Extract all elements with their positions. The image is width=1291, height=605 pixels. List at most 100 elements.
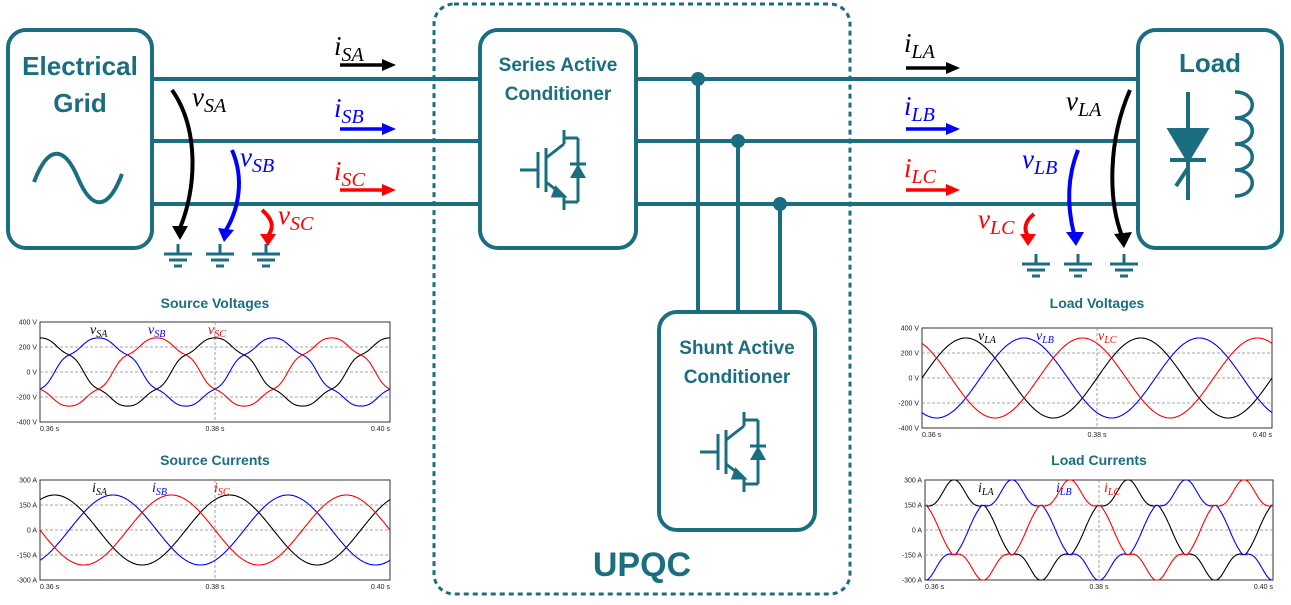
x-tick-label: 0.36 s [925, 584, 945, 591]
series-line-sc [39, 337, 391, 407]
chart-title: Load Voltages [1050, 295, 1145, 311]
electrical-grid-block: Electrical Grid [6, 28, 154, 250]
source-voltage-arrows [170, 88, 276, 246]
label-i-sc: iSC [334, 156, 366, 191]
y-tick-label: 400 V [901, 326, 920, 333]
y-tick-label: 150 A [19, 503, 37, 510]
ground-symbols [164, 244, 1138, 278]
label-v-sa: vSA [192, 82, 227, 117]
junction-dots [691, 72, 787, 211]
y-tick-label: 0 V [26, 370, 37, 377]
phase-lines [152, 77, 1138, 312]
ground-icon [1110, 254, 1138, 278]
load-block: Load [1136, 28, 1284, 250]
y-tick-label: 200 V [19, 345, 38, 352]
x-tick-label: 0.36 s [40, 426, 60, 433]
y-tick-label: -200 V [16, 395, 37, 402]
y-tick-label: 0 A [27, 528, 37, 535]
x-tick-label: 0.38 s [205, 426, 225, 433]
legend-entry: vSB [148, 323, 165, 340]
load-title: Load [1179, 48, 1241, 78]
load-current-labels: iLA iLB iLC [904, 28, 937, 188]
legend-entry: iLA [978, 481, 994, 498]
legend-entry: iLC [1104, 481, 1120, 498]
series-title-line2: Conditioner [505, 84, 612, 105]
label-i-lc: iLC [904, 153, 937, 188]
load-voltage-labels: vLA vLB vLC [978, 86, 1102, 239]
series-line-sc [39, 494, 391, 566]
series-line-sa [39, 494, 391, 566]
x-tick-label: 0.40 s [1253, 432, 1273, 439]
series-line-lb [921, 337, 1273, 419]
legend-entry: iSA [92, 481, 108, 498]
y-tick-label: 200 V [901, 351, 920, 358]
grid-title-line1: Electrical [22, 51, 138, 81]
ground-icon [1064, 254, 1092, 278]
ac-source-icon [32, 151, 124, 205]
shunt-conditioner-block: Shunt Active Conditioner [657, 310, 817, 532]
load-voltage-arrows [1020, 89, 1132, 248]
label-i-sb: iSB [334, 93, 364, 128]
legend-entry: iSB [152, 481, 167, 498]
x-tick-label: 0.38 s [1089, 584, 1109, 591]
chart-title: Source Voltages [161, 295, 270, 311]
y-tick-label: -300 A [902, 578, 923, 585]
label-v-sc: vSC [278, 200, 314, 235]
inductor-icon [1234, 90, 1254, 198]
chart-title: Source Currents [160, 452, 270, 468]
y-tick-label: 150 A [904, 503, 922, 510]
series-line-lc [921, 337, 1273, 419]
ground-icon [206, 244, 234, 268]
source-current-labels: iSA iSB iSC [334, 31, 366, 191]
y-tick-label: 400 V [19, 320, 38, 327]
label-v-sb: vSB [240, 142, 274, 177]
y-tick-label: -400 V [16, 420, 37, 427]
y-tick-label: -150 A [902, 553, 923, 560]
igbt-icon [520, 130, 586, 210]
igbt-icon-shunt [700, 412, 766, 492]
label-v-lc: vLC [978, 204, 1015, 239]
y-tick-label: 300 A [19, 478, 37, 485]
ground-icon [252, 244, 280, 268]
x-tick-label: 0.40 s [371, 584, 391, 591]
legend-entry: iLB [1056, 481, 1072, 498]
series-conditioner-block: Series Active Conditioner [478, 28, 638, 250]
y-tick-label: 0 A [912, 528, 922, 535]
legend-entry: vSC [208, 323, 226, 340]
label-i-la: iLA [904, 28, 936, 63]
series-line-sb [39, 494, 391, 566]
y-tick-label: 300 A [904, 478, 922, 485]
label-v-lb: vLB [1022, 144, 1057, 179]
y-tick-label: 0 V [908, 376, 919, 383]
series-line-la [921, 337, 1273, 419]
y-tick-label: -200 V [898, 401, 919, 408]
y-tick-label: -300 A [17, 578, 38, 585]
x-tick-label: 0.36 s [40, 584, 60, 591]
shunt-title-line2: Conditioner [684, 367, 791, 388]
source-currents-chart: Source Currents 300 A 150 A 0 A -150 A -300 A… [17, 452, 391, 591]
upqc-label: UPQC [593, 546, 691, 584]
legend-entry: vLA [978, 329, 997, 346]
x-tick-label: 0.40 s [1254, 584, 1274, 591]
x-tick-label: 0.38 s [205, 584, 225, 591]
x-tick-label: 0.36 s [922, 432, 942, 439]
grid-title-line2: Grid [53, 88, 106, 118]
y-tick-label: -150 A [17, 553, 38, 560]
ground-icon [1022, 254, 1050, 278]
label-i-lb: iLB [904, 91, 935, 126]
shunt-title-line1: Shunt Active [679, 338, 794, 359]
legend-entry: vLB [1036, 329, 1054, 346]
label-v-la: vLA [1066, 86, 1102, 121]
x-tick-label: 0.40 s [371, 426, 391, 433]
x-tick-label: 0.38 s [1087, 432, 1107, 439]
load-current-arrows [906, 62, 960, 196]
y-tick-label: -400 V [898, 426, 919, 433]
source-voltage-labels: vSA vSB vSC [192, 82, 314, 235]
legend-entry: vLC [1098, 329, 1117, 346]
legend-entry: vSA [90, 323, 108, 340]
legend-entry: iSC [214, 481, 230, 498]
